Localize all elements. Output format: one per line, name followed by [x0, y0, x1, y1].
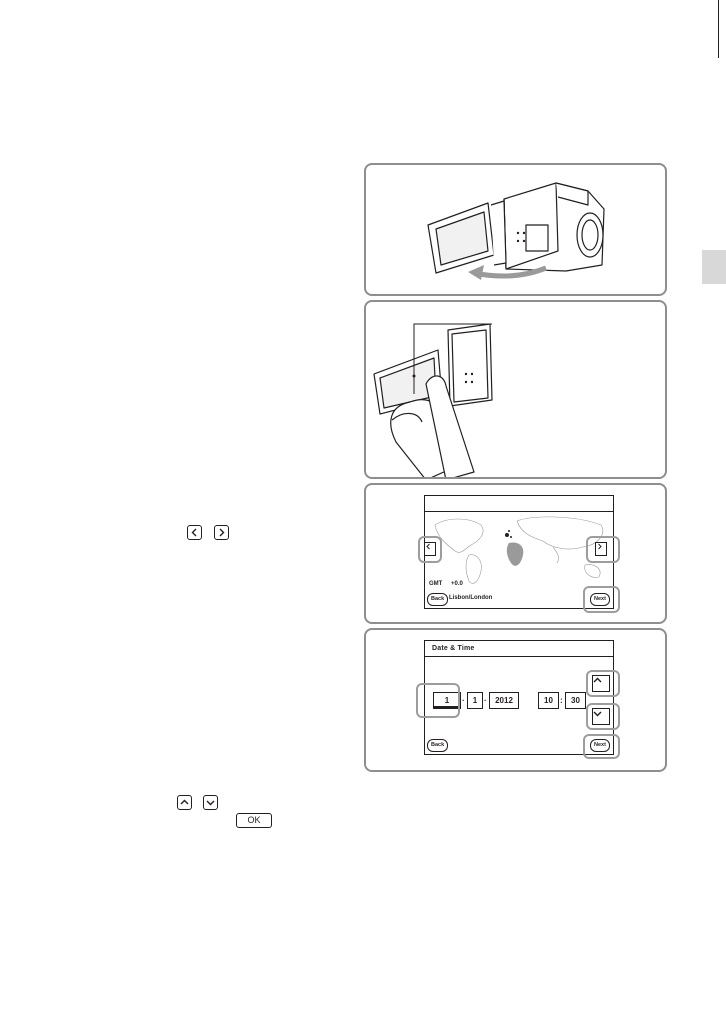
next-arrow-button[interactable] [214, 525, 229, 540]
next-highlight [586, 536, 620, 563]
back-button[interactable]: Back [427, 739, 449, 752]
lcd-screen: Date & Time 1 · 1 · 2012 10 : 30 Back Ne… [424, 640, 614, 755]
date-time-illustration: Date & Time 1 · 1 · 2012 10 : 30 Back Ne… [364, 628, 667, 772]
chevron-right-icon [219, 528, 225, 537]
previous-highlight [418, 536, 442, 563]
next-button[interactable]: Next [590, 593, 610, 606]
touch-screen-illustration [364, 300, 667, 479]
up-highlight [586, 670, 620, 697]
chevron-up-icon [180, 799, 189, 805]
chevron-up-icon [593, 677, 602, 683]
day-field-highlight [416, 683, 460, 718]
world-map [434, 516, 603, 584]
camcorder-open-illustration [364, 163, 667, 296]
gmt-label: GMT [429, 581, 443, 587]
area-setting-illustration: GMT +0.0 Back Lisbon/London Next [364, 483, 667, 624]
day-field[interactable]: 1 [433, 692, 461, 709]
chevron-down-icon [593, 711, 602, 717]
chevron-down-icon [206, 800, 215, 806]
page-corner-rule [718, 0, 719, 58]
gmt-offset: +0.0 [451, 581, 463, 587]
next-button-highlight [583, 734, 620, 759]
next-button-highlight [583, 586, 620, 613]
section-tab [702, 250, 726, 284]
month-field[interactable]: 1 [467, 692, 483, 709]
minute-field[interactable]: 30 [565, 692, 586, 709]
up-button[interactable] [177, 795, 192, 810]
increase-button[interactable] [592, 675, 610, 692]
decrease-button[interactable] [592, 708, 610, 725]
separator: · [462, 696, 465, 705]
down-button[interactable] [203, 795, 218, 810]
screen-title: Date & Time [432, 645, 475, 652]
hour-field[interactable]: 10 [538, 692, 559, 709]
next-button[interactable]: Next [590, 739, 610, 752]
down-highlight [586, 703, 620, 730]
hand-touch-icon [373, 323, 493, 477]
previous-button[interactable] [187, 525, 202, 540]
year-field[interactable]: 2012 [489, 692, 519, 709]
location-name: Lisbon/London [449, 595, 493, 601]
separator: : [560, 696, 563, 705]
map-previous-button[interactable] [424, 542, 436, 556]
map-next-arrow-button[interactable] [595, 542, 607, 556]
screen-title-bar: Date & Time [425, 641, 613, 657]
back-button[interactable]: Back [427, 593, 449, 606]
camcorder-icon [427, 182, 605, 280]
separator: · [484, 696, 487, 705]
lcd-screen: GMT +0.0 Back Lisbon/London Next [424, 495, 614, 609]
chevron-left-icon [191, 528, 197, 537]
screen-title-bar [425, 496, 613, 512]
ok-button[interactable]: OK [236, 813, 272, 828]
chevron-left-icon [426, 543, 430, 550]
chevron-right-icon [598, 543, 602, 550]
